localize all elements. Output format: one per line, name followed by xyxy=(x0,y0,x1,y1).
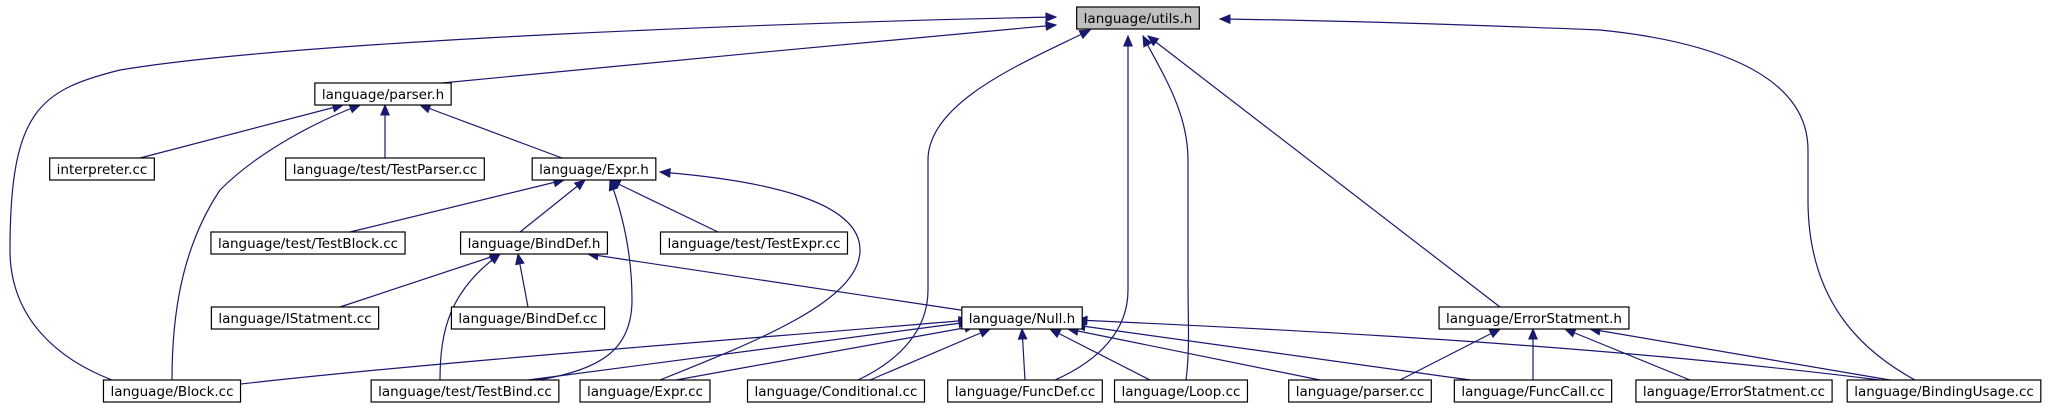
arrowhead xyxy=(658,167,671,178)
node-expr-h[interactable]: language/Expr.h xyxy=(531,157,657,181)
node-label: language/parser.cc xyxy=(1296,384,1425,400)
arrowhead xyxy=(348,104,362,114)
node-label: language/ErrorStatment.h xyxy=(1446,311,1622,327)
node-label: language/Expr.cc xyxy=(587,384,703,400)
node-label: language/test/TestExpr.cc xyxy=(668,236,841,252)
arrowhead xyxy=(1563,328,1577,338)
node-label: language/Block.cc xyxy=(110,384,233,400)
arrowhead xyxy=(1218,14,1231,25)
node-label: language/ErrorStatment.cc xyxy=(1643,384,1825,400)
edge-bindingusage_cc-to-errorstatment_h xyxy=(1588,325,1891,381)
arrowhead xyxy=(488,253,502,265)
edge-binddef_h-to-expr_h xyxy=(519,179,587,233)
node-testblock-cc[interactable]: language/test/TestBlock.cc xyxy=(210,231,406,255)
node-label: language/test/TestBind.cc xyxy=(378,384,552,400)
node-conditional-cc[interactable]: language/Conditional.cc xyxy=(746,379,926,403)
node-utils-h[interactable]: language/utils.h xyxy=(1076,6,1200,30)
node-istatment-cc[interactable]: language/IStatment.cc xyxy=(210,306,380,330)
edge-testbind_cc-to-expr_h xyxy=(537,178,633,381)
node-label: language/FuncCall.cc xyxy=(1461,384,1604,400)
arrowhead xyxy=(1045,12,1058,23)
arrowhead xyxy=(573,179,587,191)
arrowhead xyxy=(515,252,525,266)
node-label: language/IStatment.cc xyxy=(218,311,371,327)
node-label: language/Loop.cc xyxy=(1122,384,1241,400)
arrowhead xyxy=(1017,327,1028,340)
edge-binddef_cc-to-binddef_h xyxy=(515,252,529,308)
node-label: language/BindDef.h xyxy=(468,236,601,252)
edge-istatment_cc-to-binddef_h xyxy=(339,252,502,308)
node-funccall-cc[interactable]: language/FuncCall.cc xyxy=(1453,379,1613,403)
edge-expr_cc-to-expr_h xyxy=(658,167,861,381)
node-binddef-cc[interactable]: language/BindDef.cc xyxy=(450,306,606,330)
node-testbind-cc[interactable]: language/test/TestBind.cc xyxy=(370,379,560,403)
node-label: language/Expr.h xyxy=(539,162,649,178)
edge-testparser_cc-to-parser_h xyxy=(380,103,390,158)
node-label: language/BindDef.cc xyxy=(458,311,597,327)
node-label: language/BindingUsage.cc xyxy=(1854,384,2034,400)
node-label: language/parser.h xyxy=(322,87,444,103)
node-errorstatment-cc[interactable]: language/ErrorStatment.cc xyxy=(1635,379,1833,403)
node-parser-h[interactable]: language/parser.h xyxy=(314,82,452,106)
edge-null_h-to-binddef_h xyxy=(586,250,968,312)
node-label: language/FuncDef.cc xyxy=(955,384,1096,400)
arrowhead xyxy=(1146,35,1160,47)
node-null-h[interactable]: language/Null.h xyxy=(961,306,1083,330)
edge-conditional_cc-to-null_h xyxy=(869,328,992,381)
node-label: interpreter.cc xyxy=(57,162,148,178)
node-parser-cc[interactable]: language/parser.cc xyxy=(1288,379,1432,403)
edge-expr_h-to-parser_h xyxy=(418,104,563,159)
arrowhead xyxy=(1078,29,1092,40)
node-testexpr-cc[interactable]: language/test/TestExpr.cc xyxy=(659,231,849,255)
edge-testblock_cc-to-expr_h xyxy=(349,177,566,233)
edge-bindingusage_cc-to-utils_h xyxy=(1218,14,1916,381)
edge-conditional_cc-to-utils_h xyxy=(857,29,1092,381)
node-interpreter-cc[interactable]: interpreter.cc xyxy=(49,157,155,181)
node-testparser-cc[interactable]: language/test/TestParser.cc xyxy=(285,157,485,181)
arrowhead xyxy=(380,103,390,116)
arrowhead xyxy=(1123,34,1133,47)
edge-funcdef_cc-to-null_h xyxy=(1017,327,1028,381)
edge-loop_cc-to-utils_h xyxy=(1142,34,1190,381)
node-loop-cc[interactable]: language/Loop.cc xyxy=(1113,379,1249,403)
node-layer: language/utils.h language/parser.h interpr… xyxy=(49,6,2042,403)
node-label: language/Conditional.cc xyxy=(755,384,918,400)
node-block-cc[interactable]: language/Block.cc xyxy=(102,379,242,403)
node-funcdef-cc[interactable]: language/FuncDef.cc xyxy=(947,379,1103,403)
edge-interpreter_cc-to-parser_h xyxy=(139,102,345,159)
node-label: language/test/TestParser.cc xyxy=(293,162,478,178)
edge-parser_h-to-utils_h xyxy=(441,21,1058,84)
node-errorstatment-h[interactable]: language/ErrorStatment.h xyxy=(1438,306,1630,330)
arrowhead xyxy=(1488,328,1502,339)
edge-testexpr_cc-to-expr_h xyxy=(608,179,719,233)
edge-block_cc-to-parser_h xyxy=(171,104,362,381)
node-label: language/Null.h xyxy=(969,311,1075,327)
arrowhead xyxy=(1528,327,1538,340)
node-label: language/test/TestBlock.cc xyxy=(218,236,398,252)
edge-funcdef_cc-to-utils_h xyxy=(1054,34,1133,381)
arrowhead xyxy=(978,328,992,338)
node-binddef-h[interactable]: language/BindDef.h xyxy=(459,231,609,255)
node-bindingusage-cc[interactable]: language/BindingUsage.cc xyxy=(1846,379,2042,403)
edge-loop_cc-to-null_h xyxy=(1048,328,1151,381)
node-expr-cc[interactable]: language/Expr.cc xyxy=(579,379,711,403)
arrowhead xyxy=(608,178,619,192)
node-label: language/utils.h xyxy=(1084,11,1193,27)
arrowhead xyxy=(1045,21,1058,31)
edge-block_cc-to-utils_h xyxy=(9,12,1058,381)
edge-funccall_cc-to-errorstatment_h xyxy=(1528,327,1538,380)
arrowhead xyxy=(418,104,432,114)
edge-errorstatment_h-to-utils_h xyxy=(1146,35,1501,308)
arrowhead xyxy=(1048,328,1062,339)
arrowhead xyxy=(1142,34,1153,48)
edge-parser_cc-to-errorstatment_h xyxy=(1399,328,1502,381)
edge-errorstatment_cc-to-errorstatment_h xyxy=(1563,328,1691,381)
